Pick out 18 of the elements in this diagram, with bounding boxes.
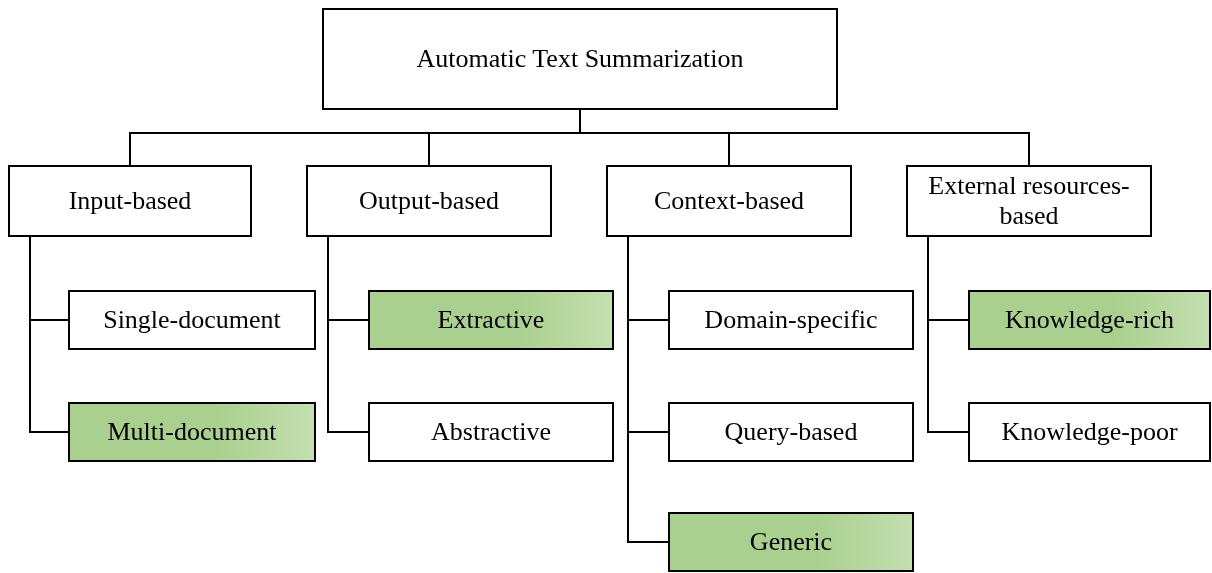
category-box: Query-based xyxy=(668,402,914,462)
connector-line xyxy=(327,236,369,433)
category-box: Input-based xyxy=(8,165,252,237)
category-box: Output-based xyxy=(306,165,552,237)
connector-line xyxy=(29,236,69,433)
connector-line xyxy=(627,236,669,543)
root-box: Automatic Text Summarization xyxy=(322,8,838,110)
category-box: Knowledge-poor xyxy=(968,402,1211,462)
category-box: Multi-document xyxy=(68,402,316,462)
category-box: Extractive xyxy=(368,290,614,350)
category-box: Abstractive xyxy=(368,402,614,462)
connector-line xyxy=(927,236,969,433)
category-box: Context-based xyxy=(606,165,852,237)
category-box: Knowledge-rich xyxy=(968,290,1211,350)
category-box: Domain-specific xyxy=(668,290,914,350)
category-box: Single-document xyxy=(68,290,316,350)
category-box: External resources-based xyxy=(906,165,1152,237)
category-box: Generic xyxy=(668,512,914,572)
